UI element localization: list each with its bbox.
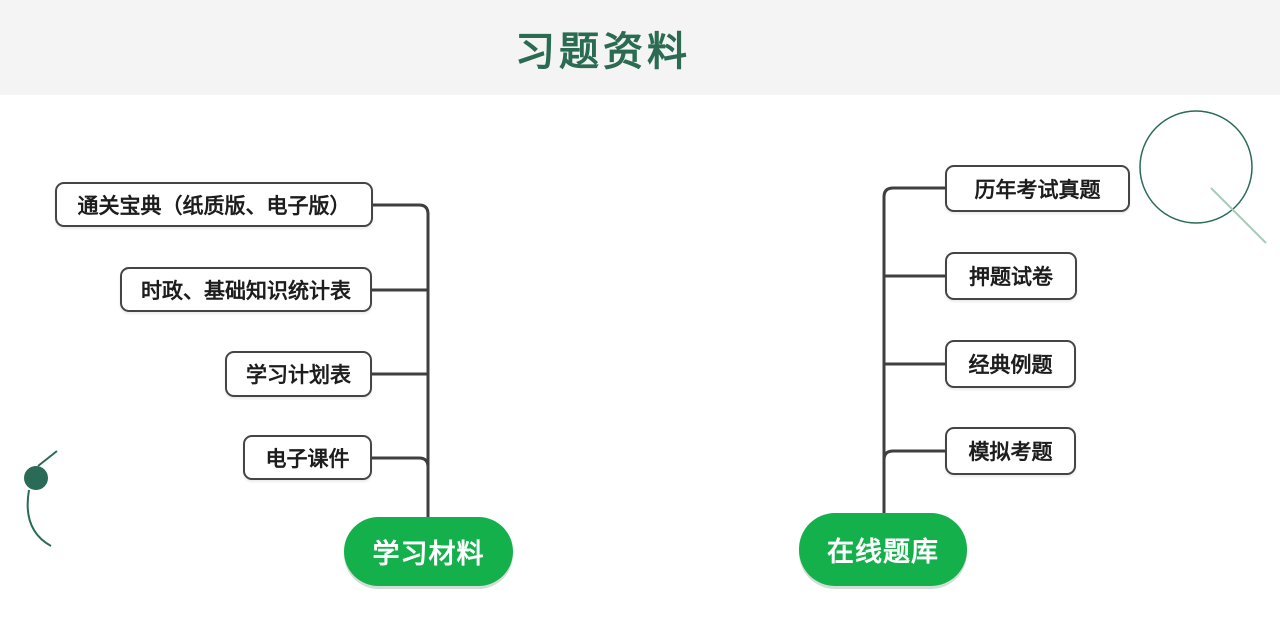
decor-diagonal-line: [1210, 187, 1267, 244]
root-node-xuexi-cailiao[interactable]: 学习材料: [344, 517, 513, 586]
node-tongguan-baodian[interactable]: 通关宝典（纸质版、电子版）: [55, 182, 373, 227]
decor-dot-stem-line: [37, 450, 58, 467]
right-trunk-line: [882, 186, 947, 515]
header: 习题资料: [0, 0, 1280, 95]
node-jingdian-liti[interactable]: 经典例题: [945, 340, 1076, 388]
decor-dot: [24, 466, 48, 490]
right-branch-line-4: [882, 449, 947, 462]
decor-arc: [26, 489, 52, 547]
node-moni-kaoti[interactable]: 模拟考题: [945, 427, 1076, 475]
node-linian-kaoshi-zhenti[interactable]: 历年考试真题: [945, 165, 1130, 212]
node-shizheng-tongjibiao[interactable]: 时政、基础知识统计表: [120, 267, 372, 312]
root-node-zaixian-tiku[interactable]: 在线题库: [799, 513, 967, 586]
node-xuexi-jihuabiao[interactable]: 学习计划表: [225, 351, 372, 397]
decor-circle: [1139, 110, 1253, 224]
node-dianzi-kejian[interactable]: 电子课件: [243, 435, 372, 480]
page-title: 习题资料: [515, 29, 691, 74]
left-trunk-line: [371, 203, 430, 519]
left-branch-line-4: [370, 456, 430, 469]
node-yati-shijuan[interactable]: 押题试卷: [945, 252, 1077, 300]
